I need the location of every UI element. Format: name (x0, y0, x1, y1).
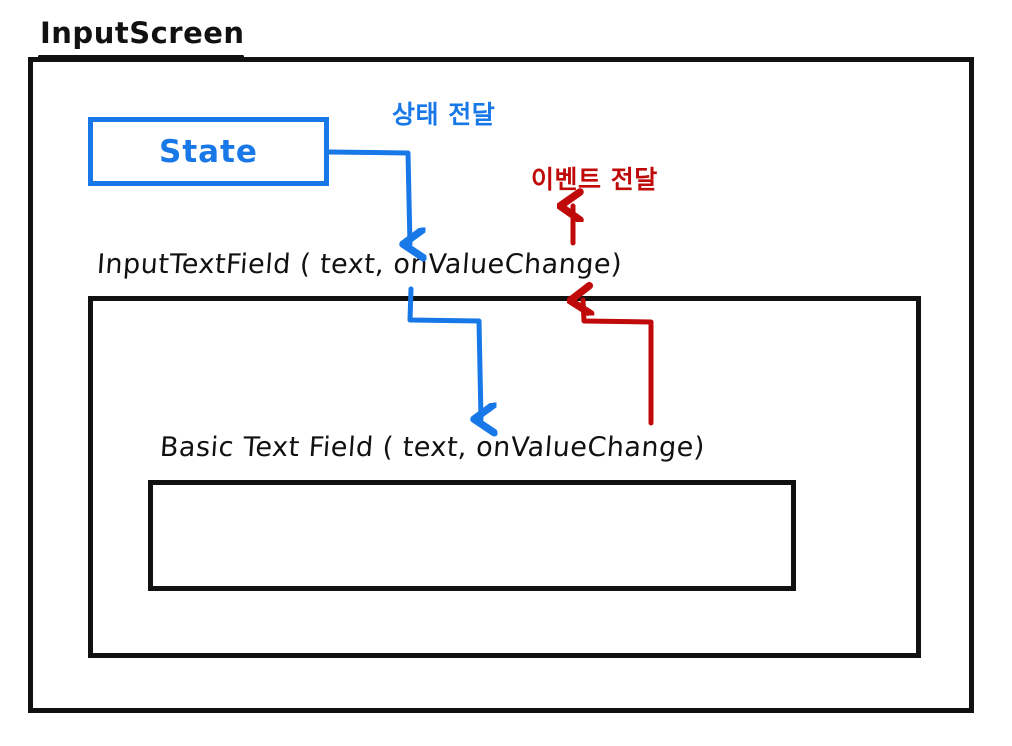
state-flow-annotation: 상태 전달 (392, 100, 496, 129)
page-title: InputScreen (40, 16, 245, 50)
state-box-label: State (159, 133, 258, 170)
state-box: State (88, 117, 329, 186)
input-text-field-label: InputTextField ( text, onValueChange) (95, 249, 624, 280)
event-flow-annotation: 이벤트 전달 (531, 165, 658, 194)
input-text-field-container (88, 296, 921, 658)
basic-text-field-input[interactable] (148, 480, 796, 591)
input-screen-container (28, 57, 974, 713)
basic-text-field-label: Basic Text Field ( text, onValueChange) (158, 432, 706, 463)
page-title-underline (38, 55, 244, 58)
